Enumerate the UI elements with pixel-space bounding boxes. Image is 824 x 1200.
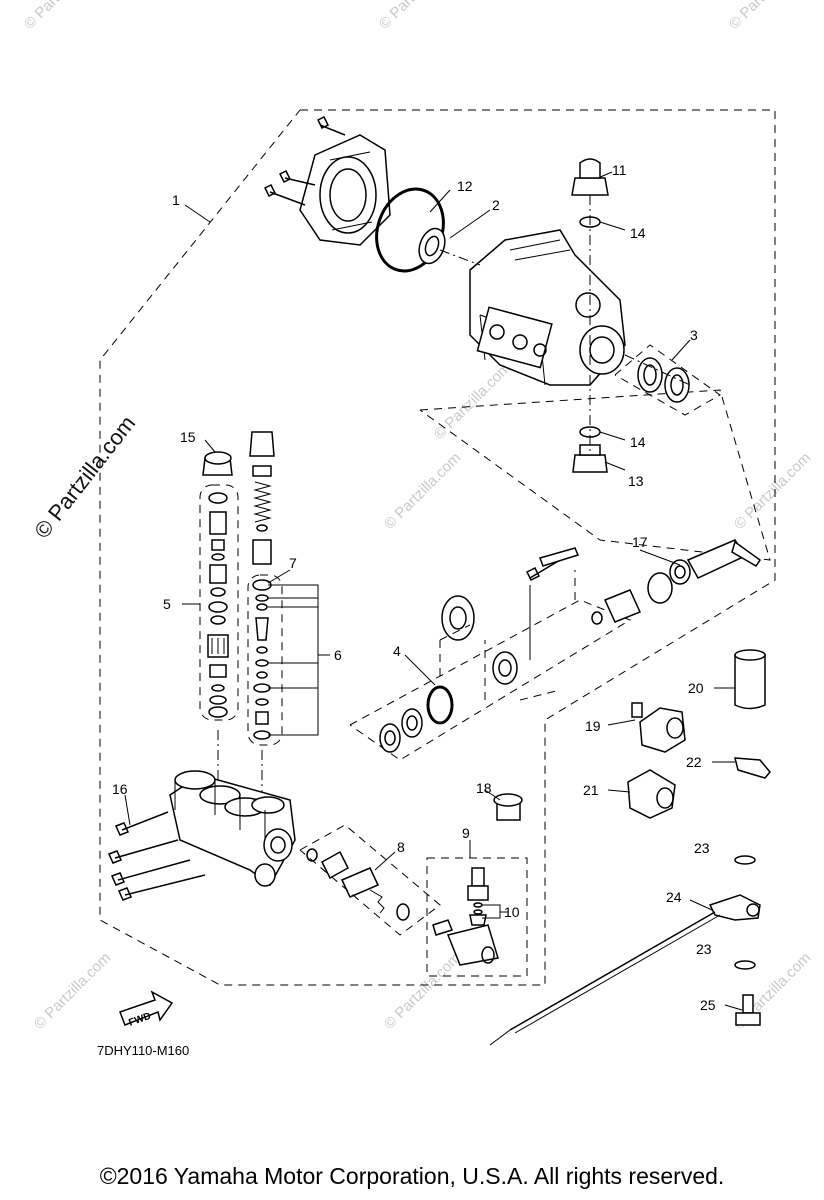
unloader-cap-15: [202, 451, 233, 476]
watermark-bl: © Partzilla.com: [31, 949, 114, 1032]
callout-9: 9: [462, 825, 470, 841]
valve-group-9-boundary: [426, 857, 528, 977]
callout-8: 8: [397, 839, 405, 855]
callout-22: 22: [686, 754, 702, 770]
valve-group-5-boundary: [199, 484, 239, 721]
callout-20: 20: [688, 680, 704, 696]
center-line-seal2: [439, 249, 481, 266]
callout-25: 25: [700, 997, 716, 1013]
callout-numbers: 1 2 3 4 5 6 7 8 9 10 11 12 13 14 14 15 1…: [112, 162, 716, 1013]
valve-group-boundary: [419, 389, 771, 561]
seal-set-3: [637, 357, 690, 403]
seal-set-boundary: [614, 344, 721, 416]
quick-coupler-21: [627, 769, 676, 819]
callout-4: 4: [393, 643, 401, 659]
callout-15: 15: [180, 429, 196, 445]
center-line-seal: [624, 354, 691, 386]
callout-6: 6: [334, 647, 342, 663]
seal-kit-4: [379, 685, 454, 753]
watermark-tl: © Partzilla: [21, 0, 82, 33]
callout-18: 18: [476, 780, 492, 796]
unloader-group-boundary: [299, 824, 441, 936]
coupler-19: [631, 702, 686, 753]
callout-leaders: [124, 171, 743, 1011]
pump-assembly-boundary: [99, 109, 776, 986]
callout-5: 5: [163, 596, 171, 612]
bolt-25: [735, 994, 761, 1026]
callout-24: 24: [666, 889, 682, 905]
callout-1: 1: [172, 192, 180, 208]
watermark-left-dark: © Partzilla.com: [29, 411, 140, 543]
washer-23-bottom: [734, 960, 756, 970]
diagram-code: 7DHY110-M160: [97, 1043, 189, 1058]
plunger-rods: [525, 539, 762, 660]
valve-group-6-boundary: [247, 574, 283, 746]
watermark-group: © Partzilla © Partzilla © Partzilla © Pa…: [21, 0, 814, 1033]
callout-10: 10: [504, 904, 520, 920]
pump-manifold: [169, 770, 296, 887]
watermark-tr: © Partzilla: [726, 0, 787, 33]
watermark-ml: © Partzilla.com: [381, 449, 464, 532]
callout-3: 3: [690, 327, 698, 343]
watermark-bm: © Partzilla.com: [381, 949, 464, 1032]
callout-21: 21: [583, 782, 599, 798]
watermark-c: © Partzilla.com: [431, 359, 514, 442]
bearing-housing: [299, 134, 391, 246]
callout-23-bottom: 23: [696, 941, 712, 957]
check-valve-stack: [249, 431, 275, 565]
breather-cap-11: [571, 158, 609, 196]
plunger-seal-upper: [441, 595, 518, 685]
unloader-kit-8: [306, 848, 410, 921]
callout-2: 2: [492, 197, 500, 213]
callout-16: 16: [112, 781, 128, 797]
leader-6-brackets: [268, 584, 330, 736]
leader-10-brackets: [482, 904, 508, 919]
nipple-22: [734, 757, 771, 779]
washer-23-top: [734, 855, 756, 865]
callout-7: 7: [289, 555, 297, 571]
callout-17: 17: [632, 534, 648, 550]
housing-bolts: [263, 115, 346, 206]
pump-crankcase: [469, 229, 626, 386]
valve-kit-6: [252, 579, 272, 740]
oil-dipstick-24: [489, 894, 761, 1046]
copyright-notice: ©2016 Yamaha Motor Corporation, U.S.A. A…: [99, 1163, 725, 1189]
watermark-mr: © Partzilla.com: [731, 449, 814, 532]
filter-20: [734, 649, 766, 710]
manifold-bolts-16: [107, 811, 206, 901]
plunger-dash-paths: [439, 570, 576, 701]
callout-11: 11: [612, 162, 627, 178]
valve-kit-5: [207, 492, 229, 718]
fwd-arrow-icon: FWD: [119, 990, 174, 1029]
callout-13: 13: [628, 473, 644, 489]
callout-14-bottom: 14: [630, 434, 646, 450]
plug-18: [493, 793, 523, 821]
injector-kit-9: [432, 867, 499, 966]
oil-seal-2: [418, 227, 446, 265]
callout-23-top: 23: [694, 840, 710, 856]
watermark-tm: © Partzilla: [376, 0, 437, 33]
callout-19: 19: [585, 718, 601, 734]
callout-12: 12: [457, 178, 473, 194]
callout-14-top: 14: [630, 225, 646, 241]
